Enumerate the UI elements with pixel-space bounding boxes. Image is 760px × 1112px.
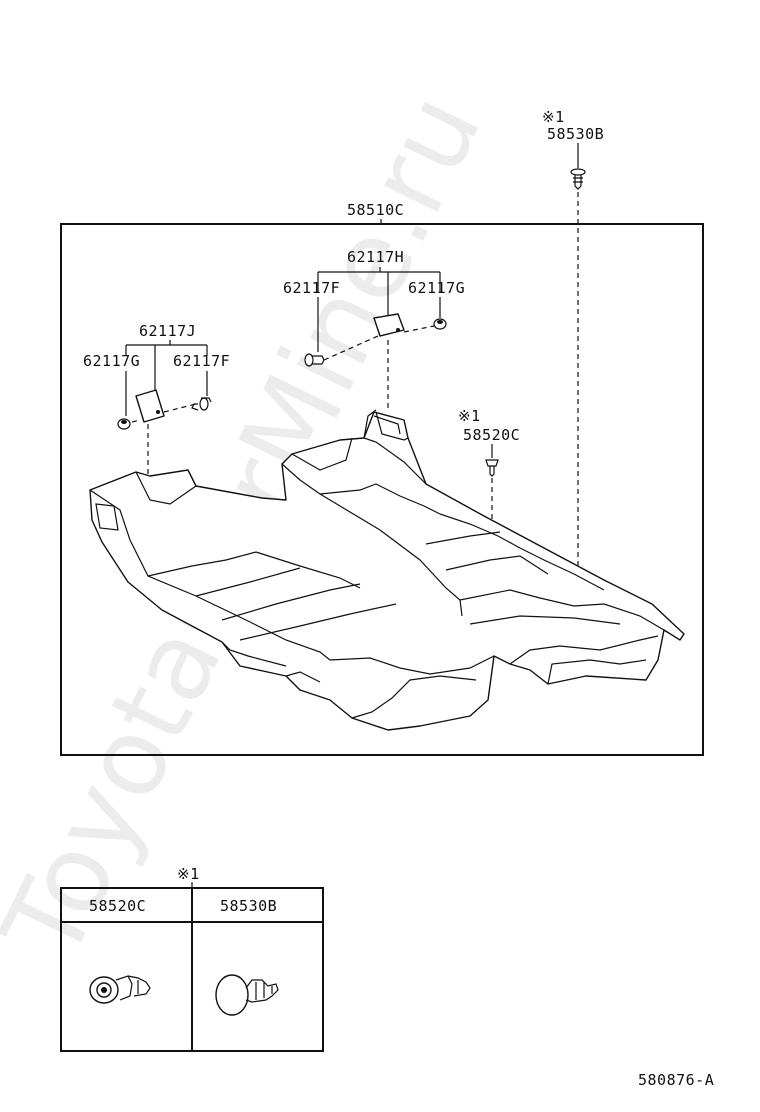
grommet-62117G-j-icon xyxy=(117,418,131,430)
clip-58530B-icon xyxy=(570,168,586,190)
note-mark-top: ※1 xyxy=(542,108,565,126)
label-62117G-h: 62117G xyxy=(408,279,465,297)
clip-table xyxy=(60,887,324,1052)
label-58530B-top: 58530B xyxy=(547,125,604,143)
label-62117G-j: 62117G xyxy=(83,352,140,370)
clip-58520C-detail-icon xyxy=(89,975,151,1004)
note-mark-mid: ※1 xyxy=(458,407,481,425)
table-note-mark: ※1 xyxy=(177,865,200,883)
pin-62117F-j-icon xyxy=(191,397,212,411)
table-header-58530B: 58530B xyxy=(220,897,277,915)
grommet-62117G-h-icon xyxy=(433,318,447,330)
label-62117J: 62117J xyxy=(139,322,196,340)
label-58510C: 58510C xyxy=(347,201,404,219)
retainer-plate-j-icon xyxy=(135,389,165,423)
label-62117F-j: 62117F xyxy=(173,352,230,370)
clip-58520C-icon xyxy=(485,459,499,477)
floor-carpet-58510C xyxy=(89,409,685,731)
table-header-58520C: 58520C xyxy=(89,897,146,915)
pin-62117F-h-icon xyxy=(304,353,325,367)
diagram-id: 580876-A xyxy=(638,1071,714,1089)
clip-58530B-detail-icon xyxy=(215,974,279,1016)
label-62117F-h: 62117F xyxy=(283,279,340,297)
main-assembly-frame xyxy=(60,223,704,756)
label-62117H: 62117H xyxy=(347,248,404,266)
label-58520C-mid: 58520C xyxy=(463,426,520,444)
retainer-plate-h-icon xyxy=(373,313,405,337)
